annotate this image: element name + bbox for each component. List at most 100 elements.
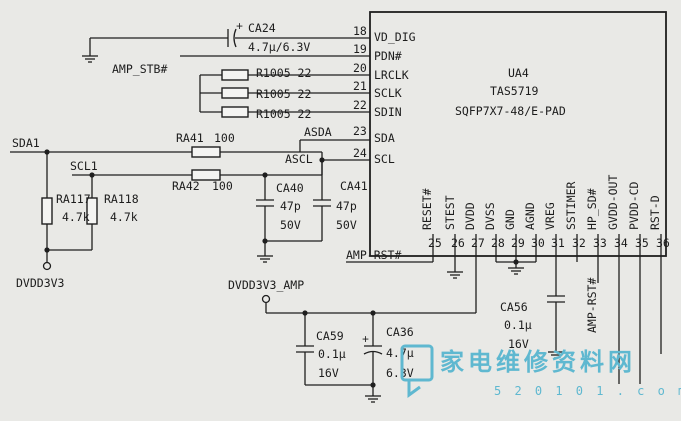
bottom-pin-numbers: 25 26 27 28 29 30 31 32 33 34 35 36 <box>428 236 670 250</box>
ca24-circuit: + <box>82 19 345 63</box>
ca24-ref: CA24 <box>248 21 276 35</box>
pin-19-num: 19 <box>353 42 367 56</box>
net-dvdd3v3-amp: DVDD3V3_AMP <box>228 278 304 292</box>
pin-36-name: RST-D <box>648 195 662 230</box>
watermark-url: 5 2 0 1 0 1 . c o m <box>494 384 681 398</box>
ic-part: TAS5719 <box>490 84 539 98</box>
net-dvdd3v3: DVDD3V3 <box>16 276 65 290</box>
pin-28-name: DVSS <box>483 202 497 230</box>
ra41-ref: RA41 <box>176 131 204 145</box>
ca59-voltage: 16V <box>318 366 339 380</box>
pin-35-name: PVDD-CD <box>627 181 641 230</box>
pin-27-name: DVDD <box>463 202 477 230</box>
ca41-ref: CA41 <box>340 179 368 193</box>
pin-25-name: RESET# <box>420 188 434 230</box>
ca40-voltage: 50V <box>280 218 301 232</box>
ca36-ref: CA36 <box>386 325 414 339</box>
pin-19-name: PDN# <box>374 49 402 63</box>
bottom-pin-stubs <box>432 234 662 262</box>
ca56-ref: CA56 <box>500 300 528 314</box>
net-asda: ASDA <box>304 125 332 139</box>
pin-23-name: SDA <box>374 131 395 145</box>
ca40-value: 47p <box>280 199 301 213</box>
pin-20-num: 20 <box>353 61 367 75</box>
ca56-value: 0.1μ <box>504 318 532 332</box>
ca56-circuit <box>547 262 565 359</box>
pin-32-name: SSTIMER <box>564 181 578 230</box>
ic-body <box>369 11 667 257</box>
ca24-plus: + <box>236 19 243 33</box>
pin-22-num: 22 <box>353 98 367 112</box>
dvdd3v3-amp-terminal <box>261 294 271 304</box>
ra41-body <box>191 146 221 158</box>
ra42-value: 100 <box>212 179 233 193</box>
left-pin-stubs <box>345 37 370 161</box>
net-amp-rst: AMP-RST# <box>346 248 401 262</box>
resistor-22 <box>221 106 249 118</box>
pin-32-num: 32 <box>572 236 586 250</box>
bottom-pin-names: RESET# STEST DVDD DVSS GND AGND VREG SST… <box>420 175 662 230</box>
resistor-20 <box>221 69 249 81</box>
ca41-value: 47p <box>336 199 357 213</box>
net-ascl: ASCL <box>285 152 313 166</box>
ra41-value: 100 <box>214 131 235 145</box>
net-sda1: SDA1 <box>12 136 40 150</box>
ra118-ref: RA118 <box>104 192 139 206</box>
ra117-body <box>41 197 53 225</box>
pin-18-name: VD_DIG <box>374 30 416 44</box>
r1005-resistors <box>199 69 345 118</box>
ra42-ref: RA42 <box>172 179 200 193</box>
pin-21-num: 21 <box>353 79 367 93</box>
pin-35-num: 35 <box>635 236 649 250</box>
pin-24-name: SCL <box>374 152 395 166</box>
dvdd-amp-circuit: + <box>261 262 477 403</box>
pin-31-name: VREG <box>543 202 557 230</box>
pin-24-num: 24 <box>353 146 367 160</box>
pin-20-name: LRCLK <box>374 68 409 82</box>
net-scl1: SCL1 <box>70 159 98 173</box>
pin-30-num: 30 <box>531 236 545 250</box>
ca41-voltage: 50V <box>336 218 357 232</box>
watermark-title: 家电维修资料网 <box>440 348 636 376</box>
pin-34-name: GVDD-OUT <box>606 175 620 230</box>
pin-18-num: 18 <box>353 24 367 38</box>
net-amp-rst-v: AMP-RST# <box>585 278 599 333</box>
ic-package: SQFP7X7-48/E-PAD <box>455 104 566 118</box>
ca40-ref: CA40 <box>276 181 304 195</box>
stest-ground <box>447 262 463 279</box>
resistor-21 <box>221 87 249 99</box>
ra117-ref: RA117 <box>56 192 91 206</box>
watermark: 家电维修资料网 5 2 0 1 0 1 . c o m <box>400 344 681 398</box>
r20-label: R1005 22 <box>256 66 311 80</box>
ca40-ca41-circuit <box>256 151 331 263</box>
pin-34-num: 34 <box>614 236 628 250</box>
ra117-value: 4.7k <box>62 210 90 224</box>
output-pins <box>618 262 662 384</box>
pin-28-num: 28 <box>491 236 505 250</box>
ca36-value: 4.7μ <box>386 346 414 360</box>
sda-net <box>10 139 345 158</box>
ground-symbol <box>82 55 98 63</box>
r21-label: R1005 22 <box>256 87 311 101</box>
ra118-value: 4.7k <box>110 210 138 224</box>
watermark-logo <box>400 344 434 398</box>
pin-30-name: AGND <box>523 202 537 230</box>
ca56-voltage: 16V <box>508 337 529 351</box>
ic-ref: UA4 <box>508 66 529 80</box>
pin-33-num: 33 <box>593 236 607 250</box>
ca24-value: 4.7μ/6.3V <box>248 40 310 54</box>
pin-26-name: STEST <box>443 195 457 230</box>
net-amp-stb: AMP_STB# <box>112 62 167 76</box>
ca36-voltage: 6.3V <box>386 366 414 380</box>
pin-29-num: 29 <box>511 236 525 250</box>
pin-25-num: 25 <box>428 236 442 250</box>
ca36-plus: + <box>362 332 369 346</box>
pin-27-num: 27 <box>471 236 485 250</box>
pin-31-num: 31 <box>551 236 565 250</box>
r22-label: R1005 22 <box>256 107 311 121</box>
pin-36-num: 36 <box>656 236 670 250</box>
dvdd3v3-terminal <box>42 261 52 271</box>
pin-29-name: GND <box>503 209 517 230</box>
